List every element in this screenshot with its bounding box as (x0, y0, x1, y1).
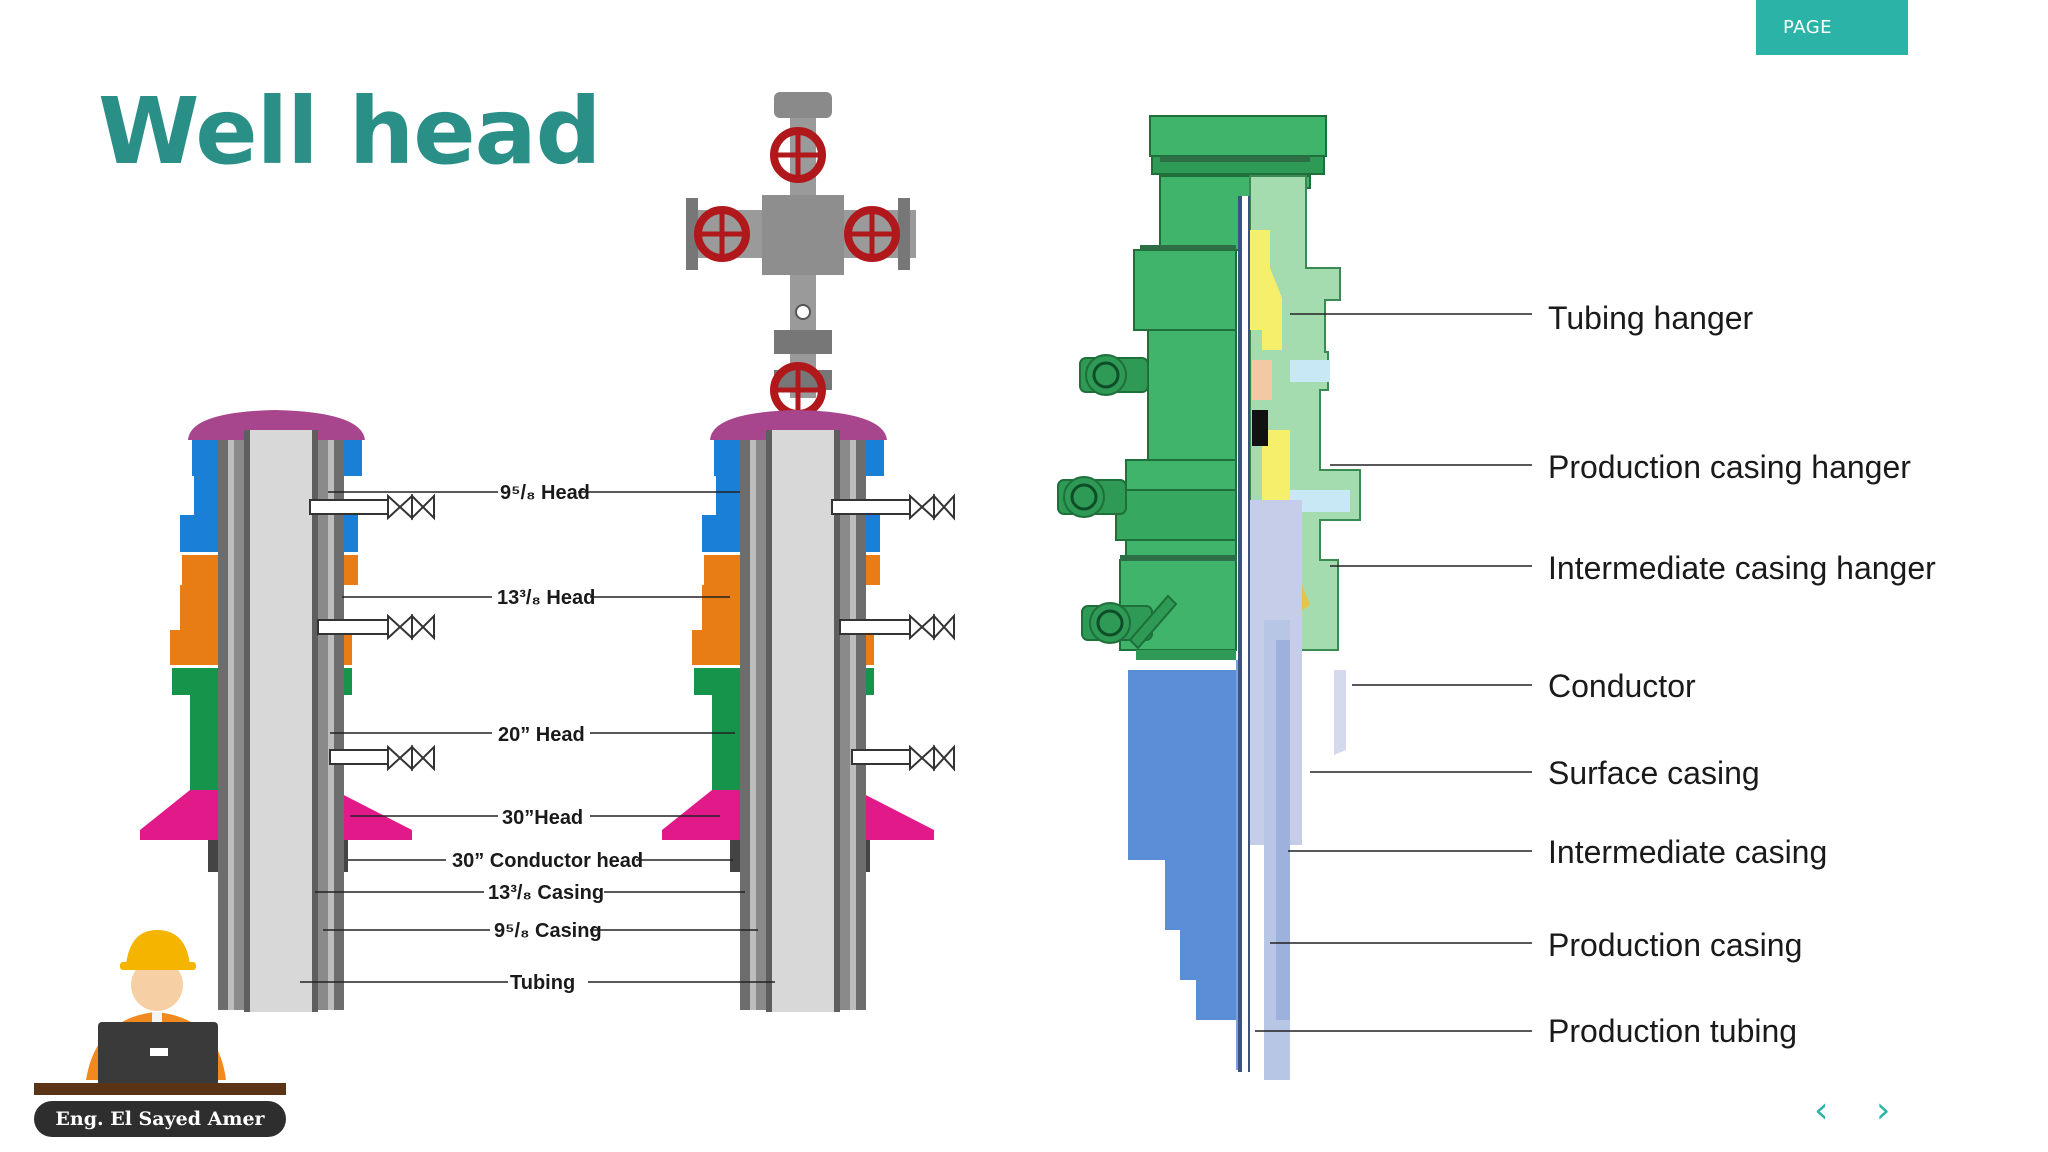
label-30-head: 30”Head (502, 807, 583, 829)
wellhead-stack-with-tree (662, 92, 955, 1012)
right-labels: Tubing hanger Production casing hanger I… (1548, 300, 1936, 1049)
wellhead-cross-section (1057, 115, 1361, 1080)
label-intermediate-casing: Intermediate casing (1548, 834, 1827, 870)
label-conductor-head: 30” Conductor head (452, 850, 643, 872)
label-1338-head: 13³/₈ Head (497, 587, 595, 609)
right-leader-lines (1255, 313, 1532, 1032)
label-958-head: 9⁵/₈ Head (500, 482, 590, 504)
label-tubing-hanger: Tubing hanger (1548, 300, 1754, 336)
label-production-casing: Production casing (1548, 927, 1802, 963)
page-badge: PAGE (1756, 0, 1908, 55)
label-1338-casing: 13³/₈ Casing (488, 882, 604, 904)
label-surface-casing: Surface casing (1548, 755, 1760, 791)
label-tubing: Tubing (510, 972, 575, 994)
label-production-tubing: Production tubing (1548, 1013, 1797, 1049)
page-title: Well head (98, 78, 602, 185)
next-arrow-icon[interactable]: › (1876, 1090, 1891, 1131)
prev-arrow-icon[interactable]: ‹ (1814, 1090, 1829, 1131)
label-conductor: Conductor (1548, 668, 1696, 704)
label-intermediate-casing-hanger: Intermediate casing hanger (1548, 550, 1936, 586)
author-badge: Eng. El Sayed Amer (34, 1101, 286, 1137)
left-leader-lines (300, 491, 775, 983)
wellhead-stack-left (140, 410, 435, 1012)
label-958-casing: 9⁵/₈ Casing (494, 920, 602, 942)
label-production-casing-hanger: Production casing hanger (1548, 449, 1911, 485)
engineer-avatar (34, 930, 286, 1095)
label-20-head: 20” Head (498, 724, 585, 746)
